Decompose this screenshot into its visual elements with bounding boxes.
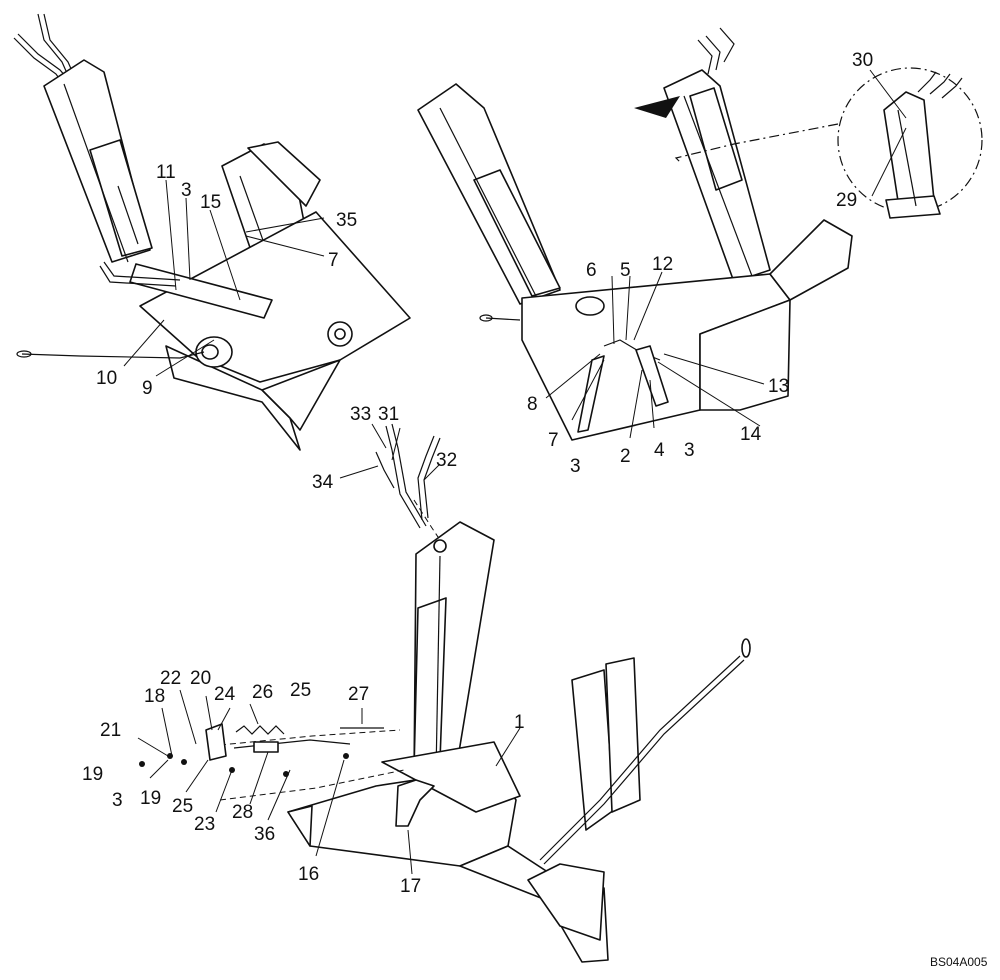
callout-28: 28: [232, 802, 253, 823]
callout-33: 33: [350, 404, 371, 425]
callout-5: 5: [620, 260, 631, 281]
callout-3c: 3: [684, 440, 695, 461]
callout-25b: 25: [172, 796, 193, 817]
lever-assembly: [375, 423, 441, 541]
callout-29: 29: [836, 190, 857, 211]
callout-3: 3: [181, 180, 192, 201]
assembly-bottom: [139, 521, 751, 963]
callout-10: 10: [96, 368, 117, 389]
callout-23: 23: [194, 814, 215, 835]
callout-20: 20: [190, 668, 211, 689]
callout-15: 15: [200, 192, 221, 213]
callout-6: 6: [586, 260, 597, 281]
callout-14: 14: [740, 424, 762, 445]
detail-view-29-30: [674, 67, 983, 219]
callout-34: 34: [312, 472, 334, 493]
assembly-upper-right: [417, 27, 853, 441]
callout-12: 12: [652, 254, 673, 275]
callout-16: 16: [298, 864, 319, 885]
callout-2: 2: [620, 446, 631, 467]
assembly-upper-left: [13, 13, 411, 451]
callout-8: 8: [527, 394, 538, 415]
callout-17: 17: [400, 876, 421, 897]
callout-11: 11: [156, 162, 176, 183]
callout-19a: 19: [82, 764, 103, 785]
callout-35: 35: [336, 210, 357, 231]
callout-31: 31: [378, 404, 399, 425]
callout-3d: 3: [112, 790, 123, 811]
callout-21: 21: [100, 720, 121, 741]
callout-7: 7: [328, 250, 339, 271]
callouts: 1 2 3 4 5 6 7 8 9 10 11 12 13 14 15 16 1…: [82, 50, 873, 897]
callout-1: 1: [514, 712, 525, 733]
callout-25a: 25: [290, 680, 311, 701]
callout-27: 27: [348, 684, 369, 705]
drawing-code: BS04A005: [930, 955, 988, 969]
callout-13: 13: [768, 376, 789, 397]
callout-30: 30: [852, 50, 873, 71]
callout-36: 36: [254, 824, 275, 845]
callout-24: 24: [214, 684, 236, 705]
callout-26: 26: [252, 682, 273, 703]
callout-9: 9: [142, 378, 153, 399]
callout-7b: 7: [548, 430, 559, 451]
callout-3b: 3: [570, 456, 581, 477]
leader-lines: [123, 69, 907, 875]
callout-19b: 19: [140, 788, 161, 809]
callout-22: 22: [160, 668, 181, 689]
callout-32: 32: [436, 450, 457, 471]
callout-18: 18: [144, 686, 165, 707]
callout-4: 4: [654, 440, 665, 461]
